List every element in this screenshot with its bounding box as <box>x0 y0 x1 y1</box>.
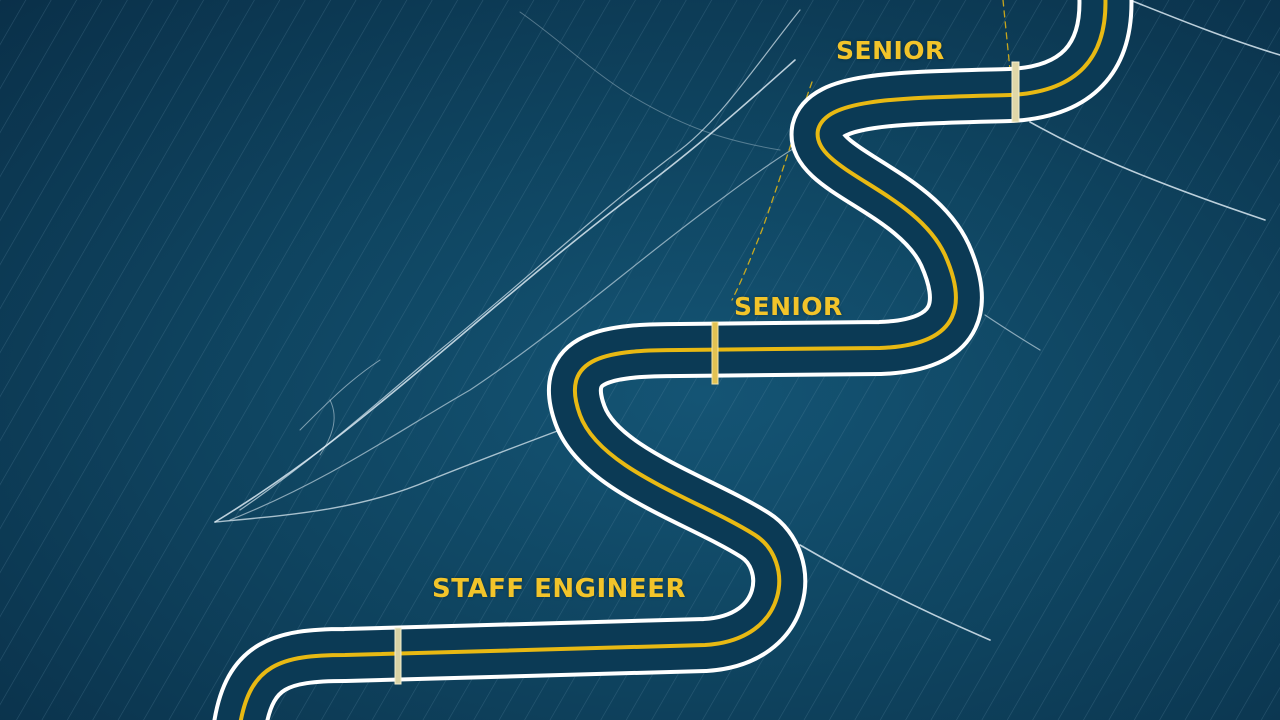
milestone-label-staff-engineer: STAFF ENGINEER <box>432 574 686 604</box>
milestone-marker-senior-mid <box>711 321 719 385</box>
milestone-marker-staff <box>394 627 402 685</box>
milestone-marker-senior-top <box>1011 61 1020 123</box>
milestone-label-senior-mid: SENIOR <box>734 292 843 321</box>
milestone-markers <box>394 61 1020 685</box>
milestone-label-senior-top: SENIOR <box>836 36 945 65</box>
